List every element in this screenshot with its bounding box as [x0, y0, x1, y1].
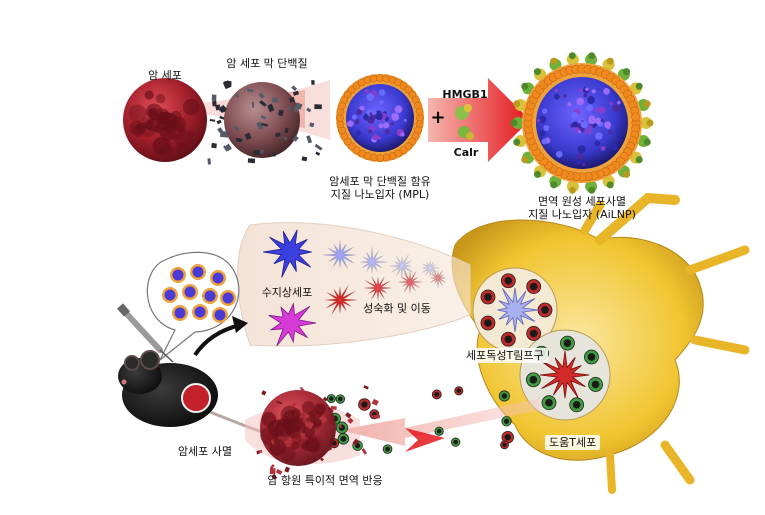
label-dendritic-cell: 수지상세포: [261, 286, 313, 299]
label-ailnp-line2: 지질 나노입자 (AiLNP): [528, 208, 636, 221]
label-ailnp-line1: 면역 원성 세포사멸: [538, 195, 626, 208]
syringe-icon: [116, 303, 174, 363]
label-maturation: 성숙화 및 이동: [363, 302, 431, 315]
label-mpl-line2: 지질 나노입자 (MPL): [330, 188, 430, 201]
mouse-injection: [116, 251, 263, 434]
label-calr: Calr: [453, 146, 479, 159]
lipid-beads: [336, 74, 424, 162]
label-membrane-protein: 암 세포 막 단백질: [226, 57, 308, 70]
label-cytotoxic-t: 세포독성T림프구: [462, 348, 548, 363]
label-plus: +: [430, 107, 446, 128]
lymph-node-t-cells: [480, 273, 603, 413]
protein-dots: [347, 89, 407, 143]
immune-response: [245, 385, 540, 480]
mature-dendritic-cells: [322, 240, 447, 315]
cancer-cell-icon: [123, 78, 207, 162]
cancer-cell-texture: [128, 90, 200, 157]
tumor-icon: [181, 383, 211, 413]
dendritic-cell-bubble: [237, 222, 471, 347]
lymph-dc-blue-icon: [497, 287, 539, 333]
label-helper-t: 도움T세포: [545, 435, 601, 450]
label-hmgb1: HMGB1: [442, 88, 488, 101]
mpl-nanoparticle-icon: [336, 74, 424, 162]
conversion-arrow-icon: [428, 78, 530, 162]
return-arrow-head-icon: [405, 428, 445, 452]
ailnp-protein-dots: [537, 86, 621, 167]
ailnp-lipid-beads: [523, 64, 641, 182]
top-process: [123, 52, 654, 194]
callout-nanoparticles: [162, 264, 236, 323]
mouse-icon: [118, 350, 263, 434]
dendritic-cell-magenta-icon: [268, 302, 317, 347]
fragmented-cancer-cell-icon: [207, 80, 323, 165]
label-mpl-line1: 암세포 막 단백질 함유: [329, 175, 431, 188]
label-cancer-cell: 암 세포: [148, 69, 182, 82]
t-cell-stream: [326, 386, 514, 454]
label-immune-response: 암 항원 특이적 면역 반응: [267, 474, 383, 487]
ailnp-nanoparticle-icon: [510, 52, 654, 194]
dying-cancer-cell-icon: [260, 390, 336, 466]
label-cancer-death: 암세포 사멸: [177, 445, 233, 458]
dendritic-cell-blue-icon: [262, 229, 312, 278]
lymph-dc-red-icon: [539, 350, 590, 399]
lymph-node: [451, 192, 750, 494]
membrane-fragments: [207, 80, 323, 165]
cell-debris: [256, 385, 380, 480]
